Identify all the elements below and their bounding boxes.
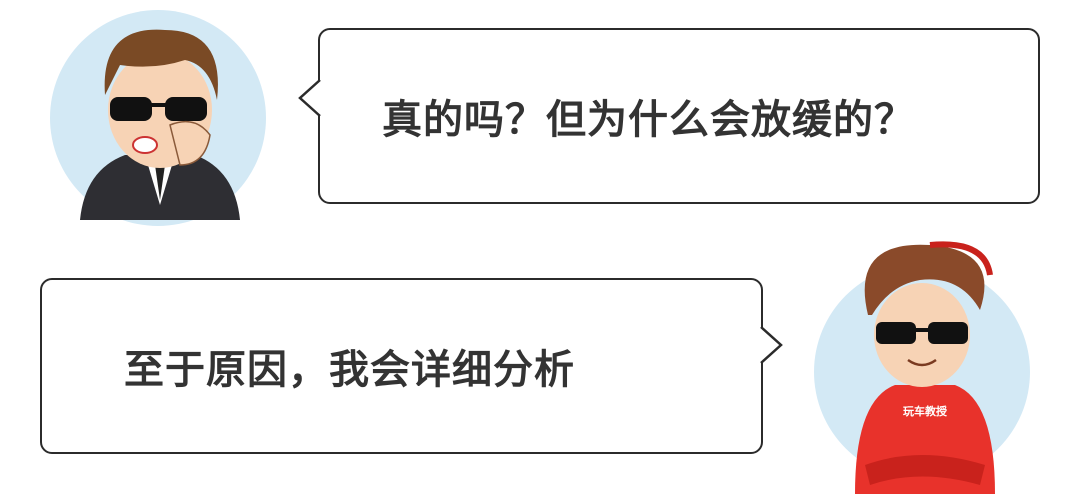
- speech-bubble-question: 真的吗？但为什么会放缓的？: [318, 28, 1040, 204]
- bubble-tail-right: [760, 326, 783, 364]
- suit-man-avatar: [50, 10, 266, 226]
- question-text: 真的吗？但为什么会放缓的？: [382, 97, 915, 143]
- speech-bubble-answer: 至于原因，我会详细分析: [40, 278, 763, 454]
- red-jacket-man-avatar: 玩车教授: [814, 241, 1030, 494]
- svg-text:玩车教授: 玩车教授: [903, 404, 948, 418]
- bubble-tail-left: [298, 79, 321, 117]
- answer-text: 至于原因，我会详细分析: [124, 347, 575, 393]
